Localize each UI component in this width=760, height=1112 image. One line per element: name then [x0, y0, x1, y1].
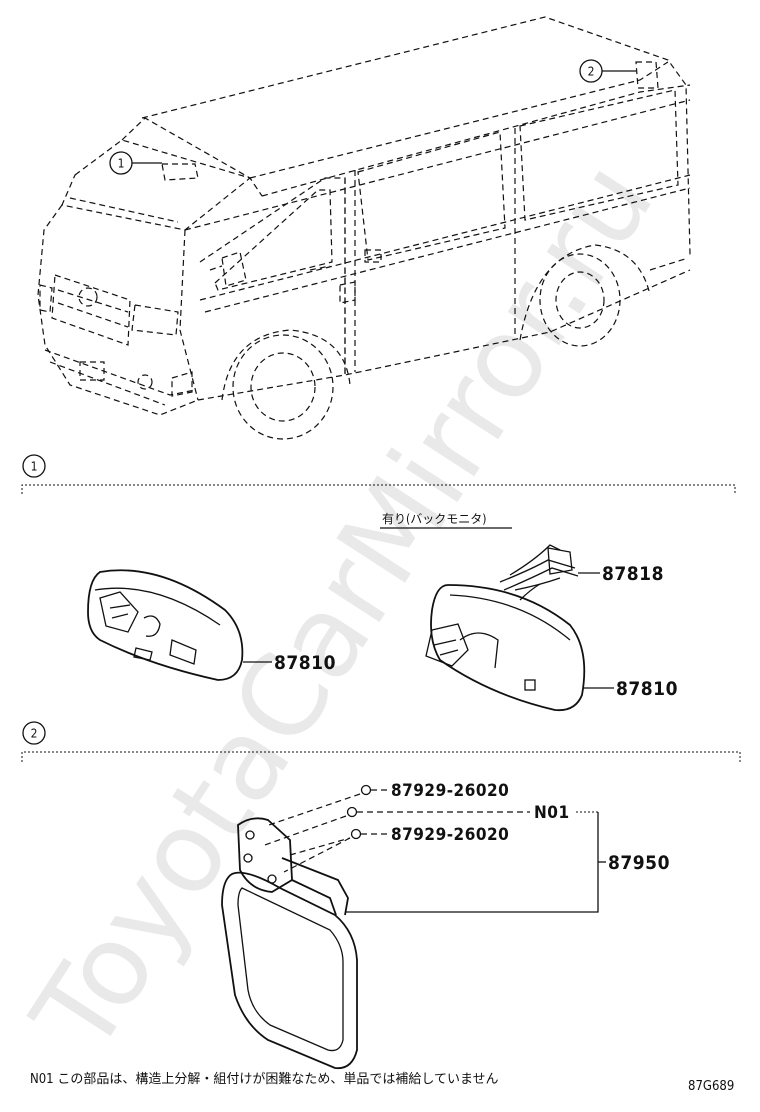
van-illustration [37, 16, 691, 440]
footnote: N01 この部品は、構造上分解・組付けが困難なため、単品では補給していません [30, 1071, 499, 1087]
svg-text:87929-26020: 87929-26020 [391, 781, 509, 801]
section-1-header: 1 [21, 454, 736, 494]
part-87818: 87818 [578, 563, 664, 585]
part-n01: N01 [534, 803, 570, 823]
svg-text:87929-26020: 87929-26020 [391, 825, 509, 845]
part-87929-26020-top: 87929-26020 [391, 781, 509, 801]
svg-text:87818: 87818 [602, 563, 664, 585]
svg-text:87810: 87810 [616, 678, 678, 700]
svg-text:2: 2 [588, 65, 595, 79]
rear-under-mirror [221, 784, 372, 1070]
svg-text:1: 1 [31, 460, 38, 474]
callout-1-overview: 1 [109, 151, 162, 175]
wire-harness [499, 544, 579, 601]
svg-text:2: 2 [31, 727, 38, 741]
inner-mirror-standard [87, 569, 244, 681]
part-87950: 87950 [598, 852, 670, 874]
section-2-header: 2 [21, 721, 741, 762]
svg-text:1: 1 [118, 157, 125, 171]
svg-text:87810: 87810 [274, 652, 336, 674]
part-87810-monitor: 87810 [583, 678, 678, 700]
svg-text:87950: 87950 [608, 852, 670, 874]
part-87810-standard: 87810 [243, 652, 336, 674]
option-label-back-monitor: 有り(バックモニタ) [380, 512, 512, 529]
inner-mirror-back-monitor [425, 584, 586, 712]
callout-2-overview: 2 [579, 59, 636, 83]
diagram-code: 87G689 [688, 1079, 734, 1094]
part-87929-26020-bottom: 87929-26020 [391, 825, 509, 845]
svg-text:有り(バックモニタ): 有り(バックモニタ) [382, 512, 486, 526]
svg-text:N01: N01 [534, 803, 570, 823]
leaders-section-2 [345, 789, 599, 913]
watermark: ToyotaCarMirror.ru [8, 140, 679, 1076]
